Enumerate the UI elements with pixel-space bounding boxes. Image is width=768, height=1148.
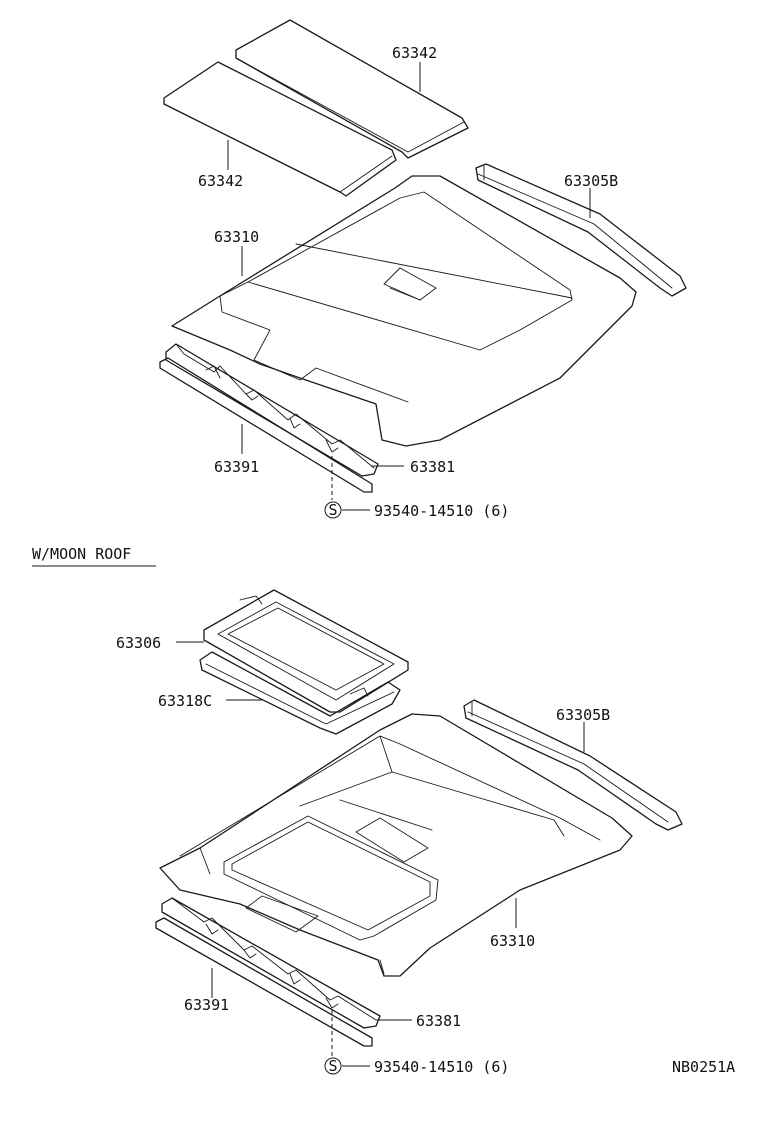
svg-text:S: S	[328, 501, 337, 519]
headliner-upper	[171, 175, 637, 447]
diagram-code: NB0251A	[672, 1058, 735, 1076]
side-rail-moonroof	[463, 699, 683, 831]
headliner-moonroof	[159, 713, 633, 977]
side-rail-upper	[475, 163, 687, 297]
upper-assembly: S 63342 63342 63305B 63310 63391 63381 9…	[159, 19, 687, 520]
label-seal: 63318C	[158, 692, 212, 710]
label-visor-b: 63342	[198, 172, 243, 190]
label-headliner-moonroof: 63310	[490, 932, 535, 950]
front-rail-upper	[159, 343, 379, 493]
screw-symbol-moonroof: S	[324, 1057, 342, 1075]
label-front-rail-moonroof: 63391	[184, 996, 229, 1014]
screw-symbol-upper: S	[324, 501, 342, 519]
visor-panel-front	[163, 61, 397, 197]
label-visor-a: 63342	[392, 44, 437, 62]
label-rail-right-upper: 63305B	[564, 172, 618, 190]
moonroof-seal	[199, 651, 401, 735]
svg-text:S: S	[328, 1057, 337, 1075]
label-rail-right-moonroof: 63305B	[556, 706, 610, 724]
front-rail-moonroof	[155, 897, 381, 1047]
section-title-moonroof: W/MOON ROOF	[32, 545, 131, 563]
label-headliner-upper: 63310	[214, 228, 259, 246]
sunshade-frame	[203, 589, 409, 713]
visor-panel-rear	[235, 19, 469, 159]
label-retainer-moonroof: 63381	[416, 1012, 461, 1030]
label-retainer-upper: 63381	[410, 458, 455, 476]
moonroof-assembly: S 63306 63318C 63305B 63310 63391 63381 …	[116, 589, 683, 1076]
label-screw-moonroof: 93540-14510 (6)	[374, 1058, 509, 1076]
label-front-rail-upper: 63391	[214, 458, 259, 476]
label-screw-upper: 93540-14510 (6)	[374, 502, 509, 520]
label-sunshade: 63306	[116, 634, 161, 652]
